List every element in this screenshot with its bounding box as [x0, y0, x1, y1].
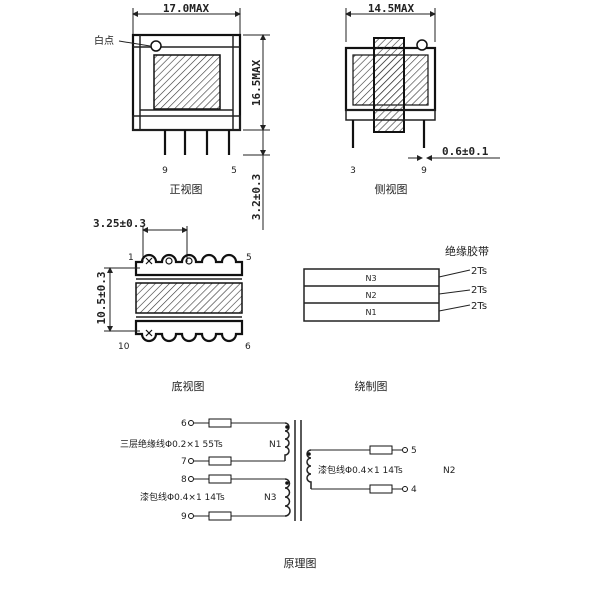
schem-pin-9: 9 [181, 512, 187, 522]
schem-pin-5: 5 [411, 446, 417, 456]
polarity-dot-n1 [285, 425, 289, 429]
schematic-left-pins [188, 420, 194, 519]
standoff-label: 3.2±0.3 [250, 174, 263, 220]
lead-7-sleeve [208, 456, 232, 466]
tape-leader-1 [438, 289, 471, 295]
lead-9-sleeve [208, 511, 232, 521]
turns-label-0: 2Ts [471, 266, 487, 277]
pin-8-dot [188, 476, 194, 482]
tape-label: 绝缘胶带 [445, 244, 489, 258]
bottom-bottom-flange [134, 319, 244, 343]
winding-view-caption: 绕制图 [355, 380, 388, 393]
pin-9-dot [188, 513, 194, 519]
front-width-label: 17.0MAX [163, 2, 210, 15]
side-width-label: 14.5MAX [368, 2, 415, 15]
turns-label-2: 2Ts [471, 301, 487, 312]
bottom-pin-label-1: 1 [128, 253, 134, 263]
bottom-view: 3.25±0.3 1 5 10 6 10.5±0.3 底视图 [93, 217, 252, 393]
n3-name: N3 [264, 493, 276, 503]
layer-label-0: N3 [365, 274, 376, 283]
schematic-caption: 原理图 [284, 557, 317, 570]
pin-dim-label: 0.6±0.1 [442, 145, 489, 158]
white-dot-label: 白点 [94, 34, 114, 47]
polarity-dot-n3 [285, 481, 289, 485]
n3-description: 漆包线Φ0.4×1 14Ts [140, 491, 225, 503]
lead-8-sleeve [208, 474, 232, 484]
coil-n2 [306, 449, 312, 489]
pitch-label: 3.25±0.3 [93, 217, 146, 230]
lead-4-sleeve [369, 484, 393, 494]
n2-description: 漆包线Φ0.4×1 14Ts [318, 464, 403, 476]
side-pin-label-right: 9 [421, 166, 427, 176]
lead-5-sleeve [369, 445, 393, 455]
front-view: 17.0MAX 白点 9 5 16.5MAX 3.2±0.3 正视图 [94, 2, 270, 230]
front-pin-label-left: 9 [162, 166, 168, 176]
row-dim-label: 10.5±0.3 [95, 272, 108, 325]
winding-view: 绝缘胶带 N3 N2 N1 2Ts 2Ts 2Ts 绕制图 [303, 244, 489, 393]
front-pin-label-right: 5 [231, 166, 237, 176]
front-base [132, 115, 241, 131]
n1-description: 三层绝缘线Φ0.2×1 55Ts [120, 438, 223, 450]
pin-7-dot [188, 458, 194, 464]
front-core-hatch [153, 54, 221, 110]
schem-pin-7: 7 [181, 457, 187, 467]
tape-leader-0 [438, 269, 471, 278]
white-dot-marker [150, 40, 162, 52]
pin-mark-1b [145, 257, 153, 265]
layer-label-2: N1 [365, 308, 376, 317]
bottom-core-hatch [135, 282, 243, 314]
bottom-pin-marks [145, 257, 193, 337]
pin-mark-3 [185, 257, 193, 265]
side-white-dot [416, 39, 428, 51]
side-pin-label-left: 3 [350, 166, 356, 176]
schem-pin-6: 6 [181, 419, 187, 429]
pin-5-dot [402, 447, 408, 453]
n2-name: N2 [443, 466, 455, 476]
pin-mark-2 [165, 257, 173, 265]
pin-mark-10b [145, 329, 153, 337]
side-core-hatch [373, 37, 405, 133]
schem-pin-8: 8 [181, 475, 187, 485]
front-height-label: 16.5MAX [250, 59, 263, 106]
schem-pin-4: 4 [411, 485, 417, 495]
front-view-caption: 正视图 [170, 182, 203, 196]
bottom-pin-label-6: 6 [245, 342, 251, 352]
n1-name: N1 [269, 440, 281, 450]
turns-label-1: 2Ts [471, 285, 487, 296]
polarity-dot-n2 [307, 452, 311, 456]
white-dot-leader [118, 40, 151, 47]
pin-4-dot [402, 486, 408, 492]
layer-label-1: N2 [365, 291, 376, 300]
coil-n3 [284, 478, 291, 517]
bottom-view-caption: 底视图 [172, 379, 205, 393]
pin-6-dot [188, 420, 194, 426]
lead-6-sleeve [208, 418, 232, 428]
side-view-caption: 侧视图 [375, 182, 408, 196]
bottom-pin-label-5: 5 [246, 253, 252, 263]
coil-n1 [284, 422, 290, 461]
bottom-pin-label-10: 10 [118, 342, 130, 352]
side-base [345, 109, 436, 121]
side-view: 14.5MAX 3 9 0.6±0.1 侧视图 [344, 2, 500, 196]
tape-leader-2 [438, 304, 471, 312]
bottom-top-flange [134, 253, 244, 277]
schematic: 6 7 8 9 5 4 [120, 418, 455, 570]
